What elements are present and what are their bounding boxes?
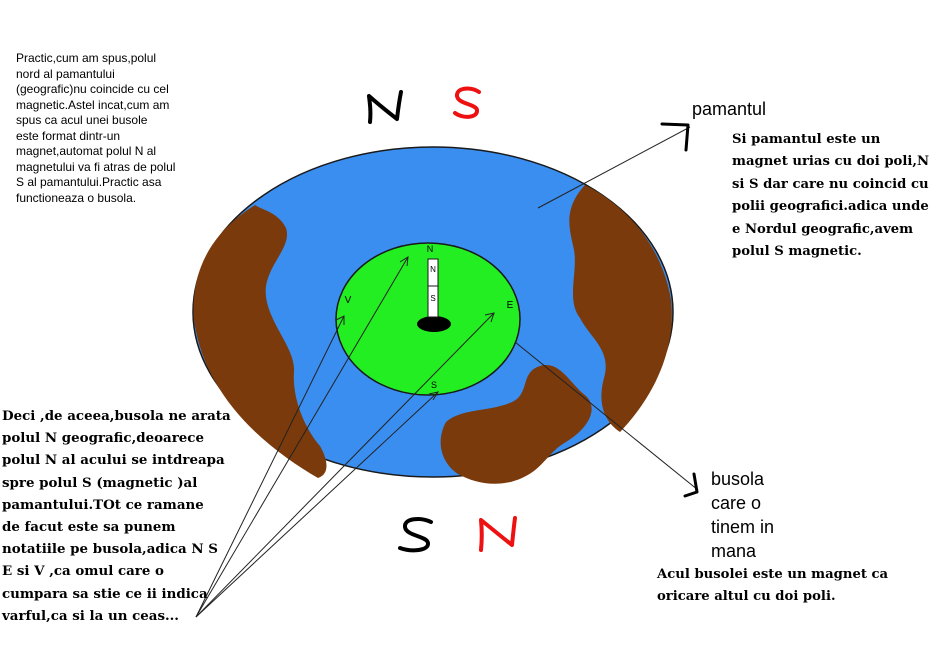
pole-top-geographic-n xyxy=(367,90,403,124)
pole-bottom-magnetic-n xyxy=(479,516,517,552)
compass-label-north: N xyxy=(427,244,434,254)
compass-label-east: E xyxy=(507,300,514,311)
earth-label: pamantul xyxy=(692,99,767,119)
note-bottom-left: Deci ,de aceea,busola ne arata polul N g… xyxy=(2,408,231,624)
notation-pointer-lines xyxy=(195,256,495,618)
compass-needle xyxy=(427,258,439,318)
compass-pointer-arrowhead xyxy=(683,472,699,498)
land-south xyxy=(440,365,592,484)
earth-pointer-arrowhead xyxy=(660,122,690,152)
pole-top-geo-text: N xyxy=(0,0,1,1)
compass-label: busola care o tinem in mana xyxy=(711,469,775,561)
note-top-left: Practic,cum am spus,polul nord al pamant… xyxy=(16,51,176,205)
compass-label-south: S xyxy=(431,380,437,390)
pole-bottom-geographic-s xyxy=(398,517,433,553)
land-east xyxy=(569,185,672,432)
needle-label-n: N xyxy=(430,265,436,274)
needle-label-s: S xyxy=(430,294,435,303)
land-west xyxy=(193,205,327,478)
compass-pivot xyxy=(417,316,451,332)
earth-pointer-line xyxy=(537,126,691,209)
note-bottom-right: Acul busolei este un magnet ca oricare a… xyxy=(657,567,889,604)
compass-label-west: V xyxy=(345,295,352,306)
compass-pointer-line xyxy=(514,341,699,491)
note-right: Si pamantul este un magnet urias cu doi … xyxy=(732,132,929,260)
pole-top-magnetic-s xyxy=(453,86,481,119)
